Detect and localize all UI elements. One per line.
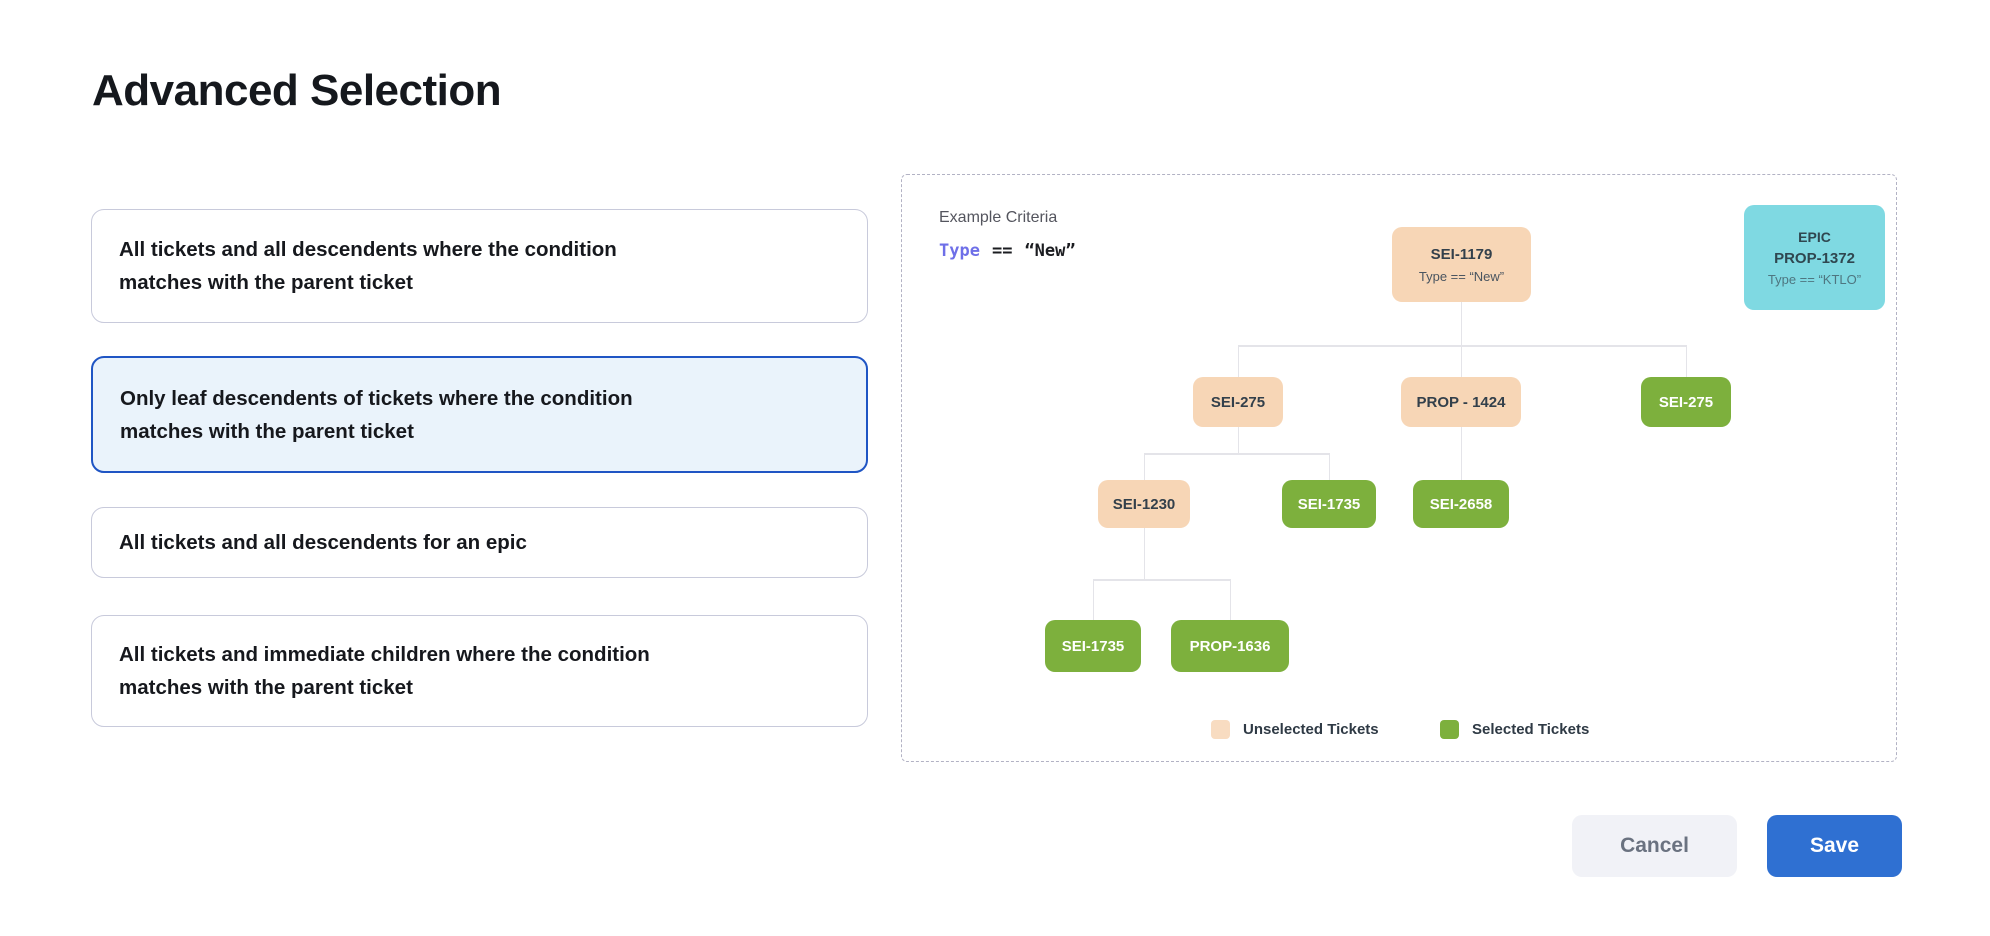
tree-connector — [1092, 579, 1094, 620]
tree-connector — [1460, 302, 1462, 345]
tree-connector — [1143, 528, 1145, 579]
tree-connector — [1143, 453, 1145, 480]
tree-node-sei-2658: SEI-2658 — [1413, 480, 1509, 528]
criteria-value: “New” — [1024, 241, 1076, 261]
criteria-field: Type — [939, 241, 980, 261]
tree-connector — [1328, 453, 1330, 480]
node-id: PROP-1636 — [1189, 637, 1271, 655]
node-id: SEI-1230 — [1112, 495, 1176, 513]
tree-node-sei-1230: SEI-1230 — [1098, 480, 1190, 528]
tree-node-epic-prop-1372: EPIC PROP-1372 Type == “KTLO” — [1744, 205, 1885, 310]
tree-connector — [1238, 345, 1686, 347]
tree-connector — [1460, 345, 1462, 377]
tree-node-sei-275-left: SEI-275 — [1193, 377, 1283, 427]
tree-node-sei-1735: SEI-1735 — [1282, 480, 1376, 528]
option-all-descendents[interactable]: All tickets and all descendents where th… — [91, 209, 868, 323]
tree-node-prop-1424: PROP - 1424 — [1401, 377, 1521, 427]
cancel-button[interactable]: Cancel — [1572, 815, 1737, 877]
option-immediate-children[interactable]: All tickets and immediate children where… — [91, 615, 868, 727]
legend-unselected: Unselected Tickets — [1211, 720, 1379, 739]
node-id: SEI-1179 — [1430, 245, 1493, 263]
tree-node-sei-1179: SEI-1179 Type == “New” — [1392, 227, 1531, 302]
tree-connector — [1144, 453, 1329, 455]
page-title: Advanced Selection — [92, 66, 502, 115]
option-leaf-descendents[interactable]: Only leaf descendents of tickets where t… — [91, 356, 868, 473]
legend-label: Unselected Tickets — [1243, 721, 1379, 738]
option-label: All tickets and all descendents where th… — [119, 238, 617, 294]
example-criteria-expression: Type == “New” — [939, 241, 1076, 261]
save-button[interactable]: Save — [1767, 815, 1902, 877]
tree-connector — [1460, 427, 1462, 480]
tree-connector — [1685, 345, 1687, 377]
epic-kind-label: EPIC — [1798, 228, 1831, 245]
example-criteria-heading: Example Criteria — [939, 209, 1058, 226]
tree-node-prop-1636: PROP-1636 — [1171, 620, 1289, 672]
tree-connector — [1237, 427, 1239, 453]
node-id: PROP - 1424 — [1416, 393, 1506, 411]
option-label: Only leaf descendents of tickets where t… — [120, 386, 633, 443]
node-id: SEI-275 — [1210, 393, 1266, 411]
node-id: SEI-1735 — [1297, 495, 1361, 513]
tree-connector — [1093, 579, 1230, 581]
epic-id: PROP-1372 — [1774, 249, 1855, 267]
option-label: All tickets and immediate children where… — [119, 643, 650, 699]
tree-node-sei-1735-leaf: SEI-1735 — [1045, 620, 1141, 672]
tree-connector — [1229, 579, 1231, 620]
example-panel: Example Criteria Type == “New” EPIC PROP-1… — [901, 174, 1897, 762]
epic-condition: Type == “KTLO” — [1767, 271, 1862, 287]
node-condition: Type == “New” — [1418, 268, 1505, 284]
criteria-operator: == — [991, 241, 1013, 261]
legend-selected: Selected Tickets — [1440, 720, 1589, 739]
node-id: SEI-2658 — [1429, 495, 1493, 513]
selected-swatch-icon — [1440, 720, 1459, 739]
node-id: SEI-275 — [1658, 393, 1714, 411]
legend-label: Selected Tickets — [1472, 721, 1590, 738]
unselected-swatch-icon — [1211, 720, 1230, 739]
tree-node-sei-275-right: SEI-275 — [1641, 377, 1731, 427]
tree-connector — [1237, 345, 1239, 377]
option-epic-descendents[interactable]: All tickets and all descendents for an e… — [91, 507, 868, 578]
option-label: All tickets and all descendents for an e… — [119, 531, 527, 554]
node-id: SEI-1735 — [1061, 637, 1125, 655]
